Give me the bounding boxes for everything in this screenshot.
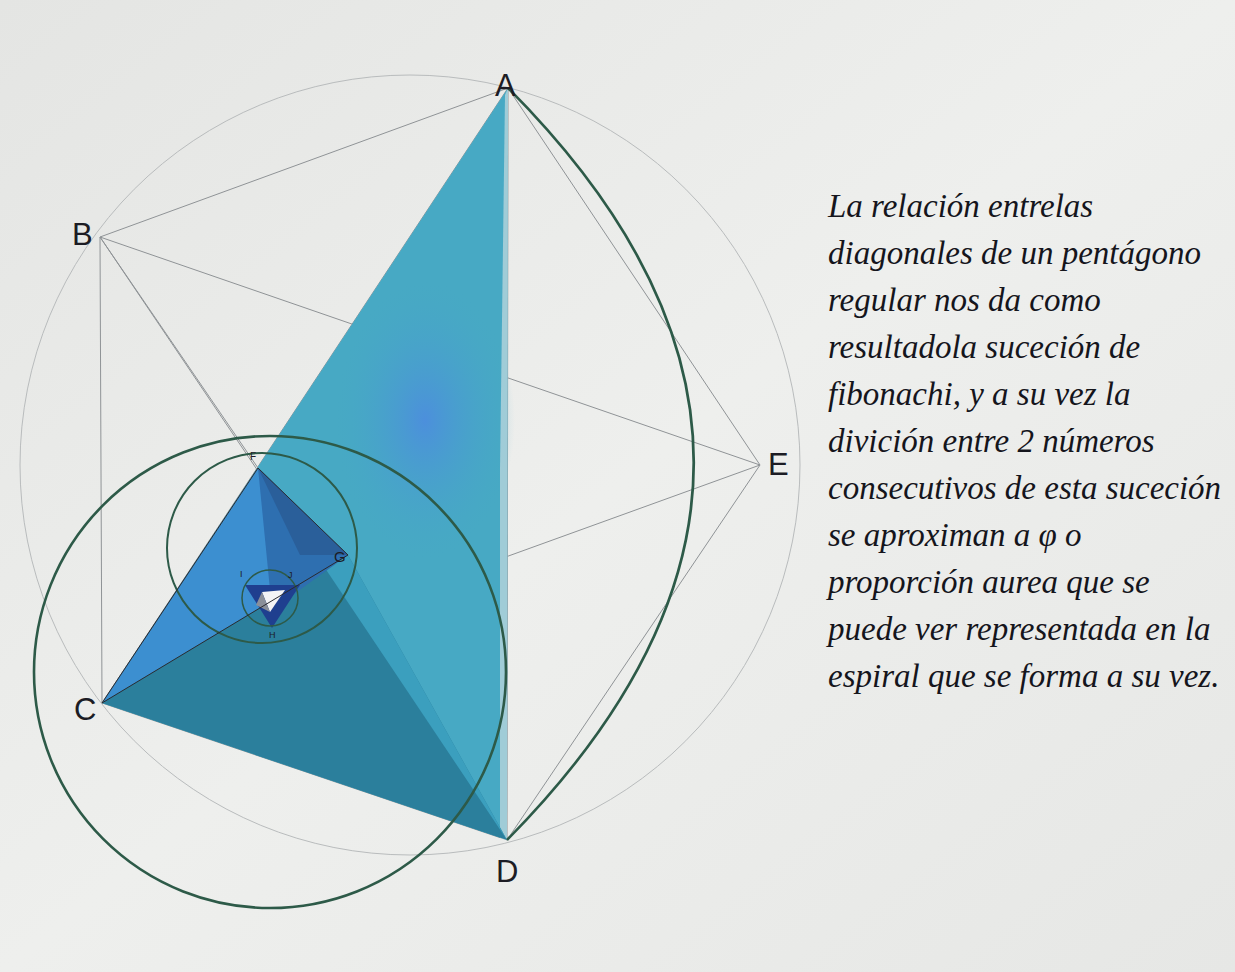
- point-label: B: [72, 219, 93, 250]
- point-label: I: [240, 570, 243, 579]
- point-label: E: [768, 449, 789, 480]
- point-label: J: [288, 571, 293, 580]
- point-label: G: [334, 549, 346, 564]
- point-label: C: [74, 694, 96, 725]
- point-label: F: [250, 452, 256, 462]
- point-label: D: [496, 856, 518, 887]
- point-label: H: [269, 631, 276, 640]
- golden-spiral: [34, 88, 694, 908]
- pentagon-lines: [100, 88, 760, 840]
- golden-triangles: [102, 88, 515, 840]
- inner-lines: [102, 468, 348, 703]
- point-label: A: [495, 70, 516, 101]
- note-text: La relación entrelas diagonales de un pe…: [828, 183, 1228, 700]
- circumcircle: [20, 75, 800, 855]
